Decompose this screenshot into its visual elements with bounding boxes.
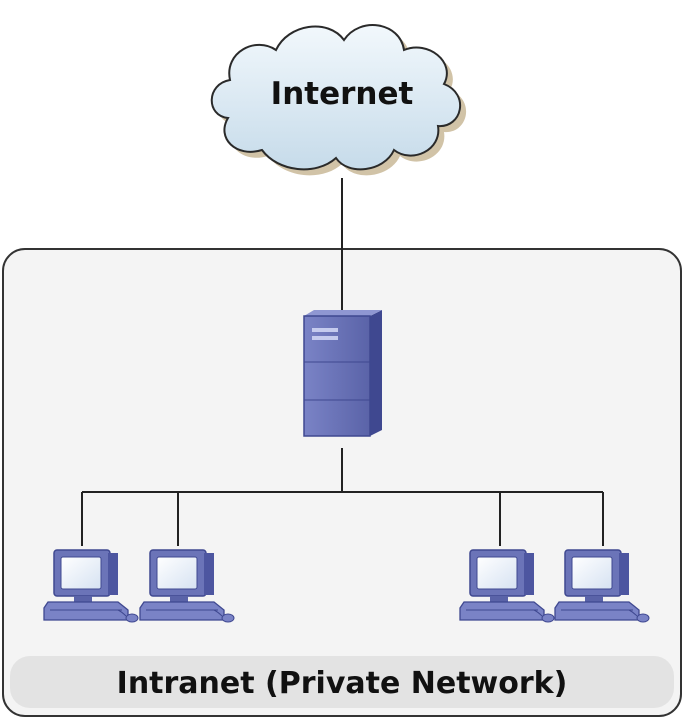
- internet-cloud-icon: Internet: [210, 24, 467, 176]
- connection-lines: [81, 178, 604, 546]
- intranet-label-bar: [10, 656, 674, 708]
- intranet-label: Intranet (Private Network): [117, 666, 568, 701]
- server-tower-icon: [303, 310, 382, 437]
- internet-label: Internet: [271, 76, 414, 112]
